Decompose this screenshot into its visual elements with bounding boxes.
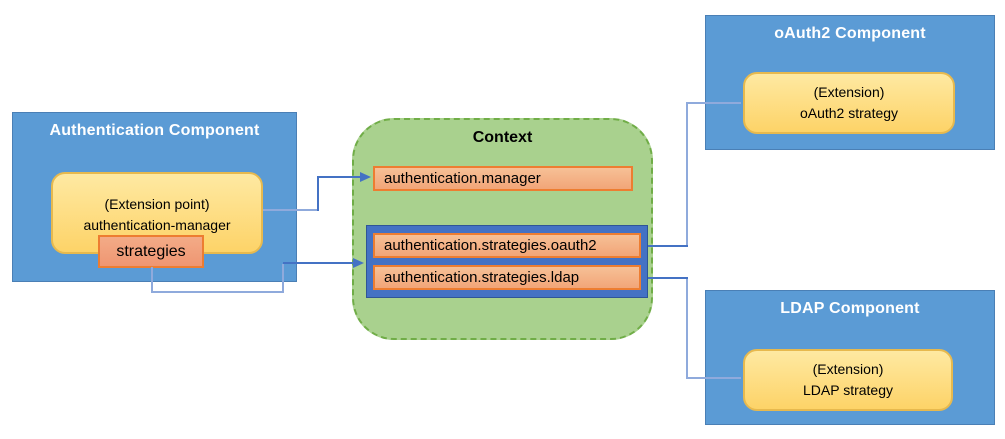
context-entry-strategies-ldap: authentication.strategies.ldap (373, 265, 641, 290)
context-entry-authentication-manager-label: authentication.manager (384, 170, 541, 187)
ldap-extension-box: (Extension) LDAP strategy (743, 349, 953, 411)
oauth2-extension-line2: oAuth2 strategy (799, 105, 899, 121)
context-box: Context authentication.manager authentic… (352, 118, 653, 340)
strategies-box: strategies (98, 235, 204, 268)
oauth2-component-box: oAuth2 Component (Extension) oAuth2 stra… (705, 15, 995, 150)
context-entry-strategies-ldap-label: authentication.strategies.ldap (384, 269, 580, 286)
oauth2-extension-box: (Extension) oAuth2 strategy (743, 72, 955, 134)
oauth2-component-title: oAuth2 Component (774, 25, 926, 42)
ldap-extension-line2: LDAP strategy (802, 382, 893, 398)
ldap-component-box: LDAP Component (Extension) LDAP strategy (705, 290, 995, 425)
context-title: Context (472, 129, 533, 146)
strategies-container-box: authentication.strategies.oauth2 authent… (366, 225, 648, 298)
context-entry-strategies-oauth2: authentication.strategies.oauth2 (373, 233, 641, 258)
context-entry-authentication-manager: authentication.manager (373, 166, 633, 191)
extension-point-line1: (Extension point) (104, 196, 210, 212)
ldap-component-title: LDAP Component (780, 300, 920, 317)
authentication-component-title: Authentication Component (49, 122, 260, 139)
authentication-component-box: Authentication Component (Extension poin… (12, 112, 297, 282)
extension-point-line2: authentication-manager (83, 217, 231, 233)
ldap-extension-line1: (Extension) (812, 361, 884, 377)
oauth2-extension-line1: (Extension) (813, 84, 885, 100)
context-entry-strategies-oauth2-label: authentication.strategies.oauth2 (384, 237, 597, 254)
strategies-label: strategies (116, 242, 186, 260)
